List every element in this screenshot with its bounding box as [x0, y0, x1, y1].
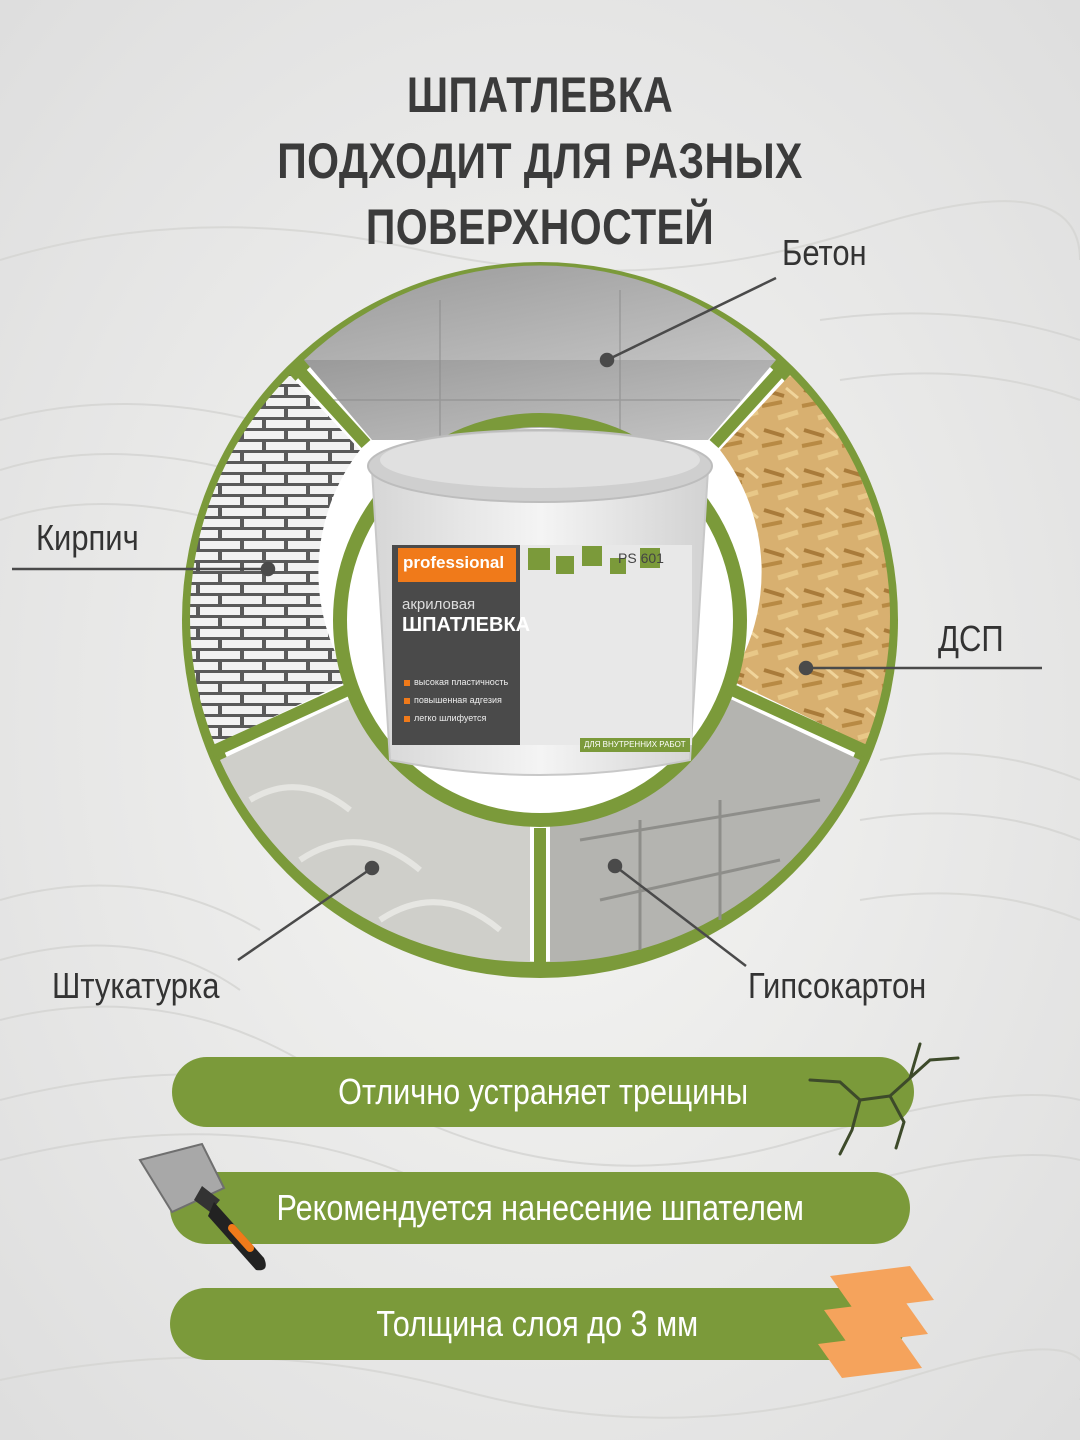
- chipboard-segment: [720, 375, 890, 745]
- title-line-1: ШПАТЛЕВКА: [406, 67, 674, 123]
- title-line-2: ПОДХОДИТ ДЛЯ РАЗНЫХ ПОВЕРХНОСТЕЙ: [277, 133, 803, 255]
- benefit-pill-cracks: Отлично устраняет трещины: [172, 1057, 914, 1127]
- product-usage: ДЛЯ ВНУТРЕННИХ РАБОТ: [584, 740, 686, 749]
- product-type: акриловая: [402, 596, 476, 613]
- plaster-segment: [220, 696, 530, 962]
- page-title: ШПАТЛЕВКА ПОДХОДИТ ДЛЯ РАЗНЫХ ПОВЕРХНОСТ…: [97, 62, 983, 260]
- product-feature-2: повышенная адгезия: [414, 695, 502, 705]
- benefit-text-thickness: Толщина слоя до 3 мм: [376, 1303, 699, 1344]
- label-chipboard: ДСП: [938, 618, 1004, 659]
- putty-knife-icon: [138, 1142, 266, 1271]
- benefit-pill-spatula: Рекомендуется нанесение шпателем: [170, 1172, 910, 1244]
- label-plaster: Штукатурка: [52, 965, 220, 1006]
- benefit-pill-thickness: Толщина слоя до 3 мм: [170, 1288, 905, 1360]
- benefit-text-cracks: Отлично устраняет трещины: [338, 1071, 748, 1112]
- product-code: PS 601: [618, 550, 664, 566]
- label-concrete: Бетон: [782, 232, 867, 273]
- layers-icon: [818, 1266, 934, 1378]
- label-drywall: Гипсокартон: [748, 965, 927, 1006]
- product-feature-1: высокая пластичность: [414, 677, 509, 687]
- product-bucket: [367, 429, 713, 776]
- crack-icon: [808, 1042, 960, 1156]
- brick-segment: [190, 375, 360, 745]
- drywall-segment: [550, 696, 860, 962]
- product-name: ШПАТЛЕВКА: [402, 614, 531, 636]
- benefit-text-spatula: Рекомендуется нанесение шпателем: [276, 1187, 804, 1228]
- product-brand: professional: [403, 553, 505, 572]
- product-feature-3: легко шлифуется: [414, 713, 487, 723]
- label-brick: Кирпич: [36, 517, 139, 558]
